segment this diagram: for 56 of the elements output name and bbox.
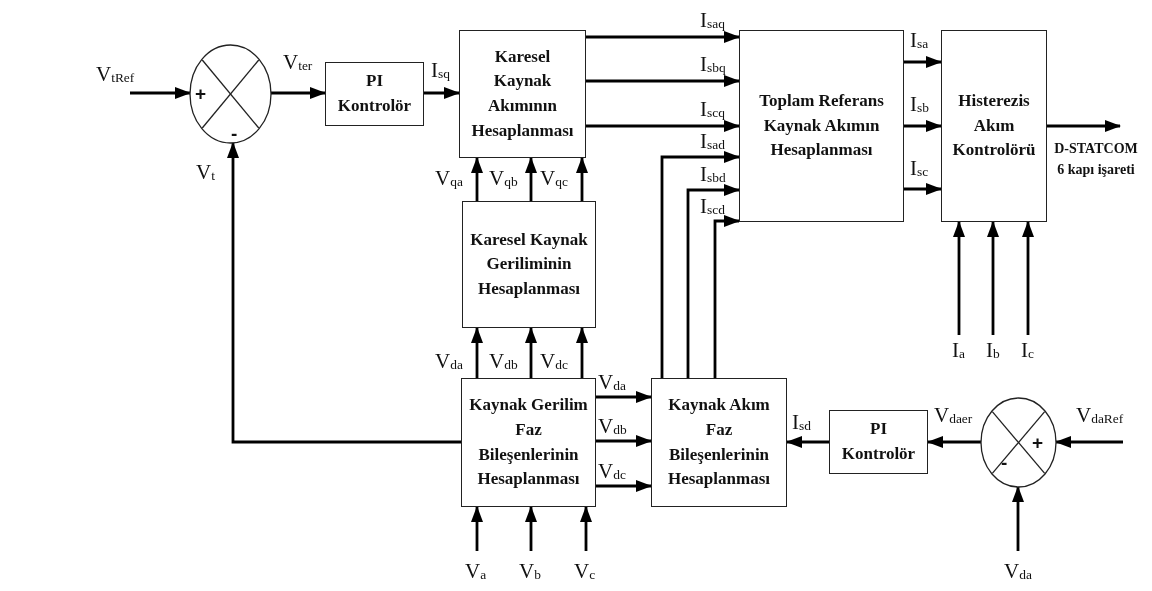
arrow (424, 87, 460, 99)
arrow (660, 151, 740, 378)
arrow (987, 221, 999, 335)
block-title: Kaynak Akım Faz Bileşenlerinin Hesaplanması (667, 394, 771, 491)
process-box (325, 62, 424, 126)
arrow (586, 75, 740, 87)
process-box (459, 30, 586, 158)
block-title: Karesel Kaynak Geriliminin Hesaplanması (469, 228, 589, 300)
block-title: Histerezis Akım Kontrolörü (951, 90, 1037, 162)
block-title: PI Kontrolör (840, 418, 917, 465)
edge-label: D-STATCOM 6 kapı işareti (1053, 140, 1139, 179)
arrow (596, 435, 652, 447)
arrow (713, 215, 740, 378)
arrow (596, 480, 652, 492)
arrow (953, 221, 965, 335)
arrow (576, 327, 588, 378)
arrow (1055, 436, 1123, 448)
arrow (1022, 221, 1034, 335)
process-box (941, 30, 1047, 222)
arrow (686, 184, 740, 378)
sign-label: + (1032, 433, 1044, 452)
arrow (130, 87, 191, 99)
arrow (580, 506, 592, 551)
arrow (786, 436, 829, 448)
process-box (651, 378, 787, 507)
block-title: Toplam Referans Kaynak Akımın Hesaplanması (758, 90, 885, 162)
summing-junction (189, 44, 272, 144)
arrow (471, 327, 483, 378)
arrow (271, 87, 326, 99)
sign-label: - (231, 124, 238, 143)
process-box (461, 378, 596, 507)
arrow (586, 120, 740, 132)
block-title: Karesel Kaynak Akımının Hesaplanması (470, 45, 575, 142)
process-box (739, 30, 904, 222)
arrow (1012, 486, 1024, 551)
arrow (596, 391, 652, 403)
sign-label: + (195, 84, 207, 103)
arrow (927, 436, 981, 448)
arrow (586, 31, 740, 43)
arrow (904, 56, 942, 68)
arrow (525, 157, 537, 201)
arrow (904, 183, 942, 195)
process-box (462, 201, 596, 328)
arrow (525, 506, 537, 551)
sign-label: - (1001, 453, 1008, 472)
arrow (576, 157, 588, 201)
arrow (1047, 120, 1121, 132)
arrow (525, 327, 537, 378)
summing-junction (980, 397, 1057, 488)
block-title: Kaynak Gerilim Faz Bileşenlerinin Hesaplanması (468, 394, 589, 491)
arrow (471, 506, 483, 551)
process-box (829, 410, 928, 474)
arrow (904, 120, 942, 132)
arrow (471, 157, 483, 201)
arrow (227, 141, 461, 444)
block-title: PI Kontrolör (336, 70, 413, 117)
